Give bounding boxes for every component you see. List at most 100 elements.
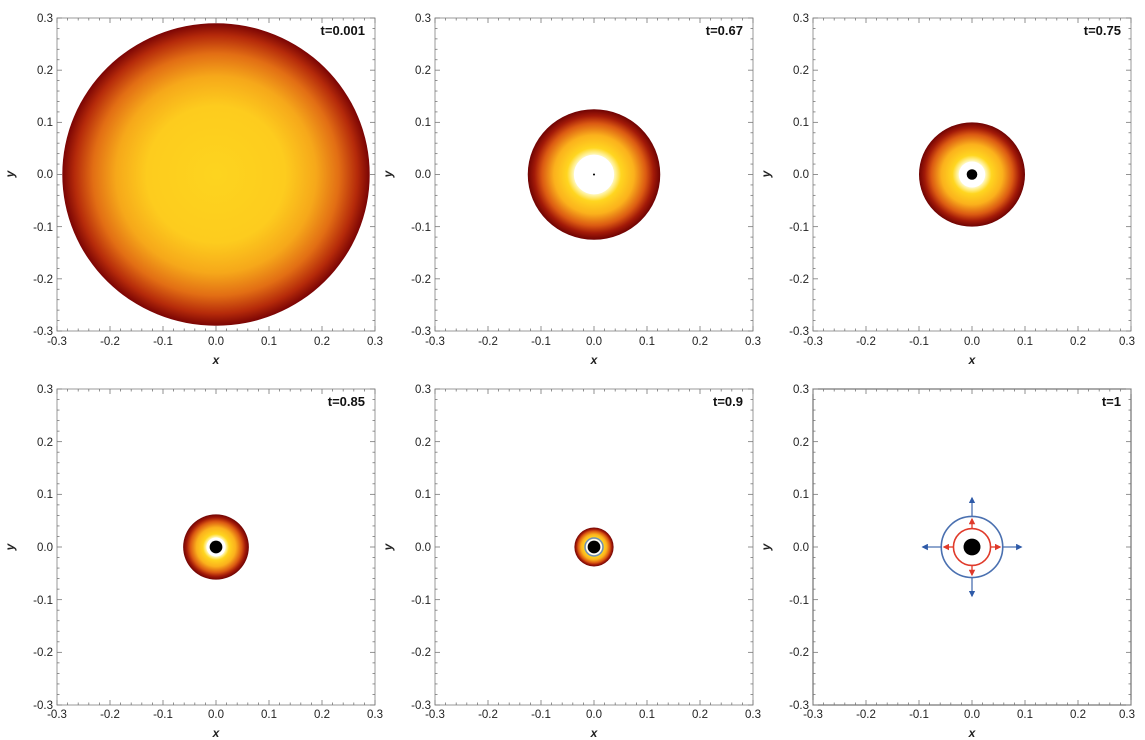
- x-tick-label: 0.2: [1070, 709, 1086, 721]
- y-tick-label: 0.3: [793, 384, 809, 396]
- y-tick-label: -0.1: [33, 222, 53, 234]
- y-tick-labels: -0.3 -0.2 -0.1 0.0 0.1 0.2 0.3: [411, 13, 431, 338]
- x-tick-label: 0.1: [1017, 336, 1033, 348]
- y-tick-label: 0.2: [415, 437, 431, 449]
- x-tick-label: 0.1: [261, 336, 277, 348]
- x-axis-label: x: [968, 726, 977, 740]
- central-singularity: [963, 538, 981, 556]
- panel-title: t=0.75: [1084, 23, 1121, 38]
- y-tick-label: 0.0: [793, 542, 809, 554]
- x-tick-label: 0.2: [1070, 336, 1086, 348]
- x-tick-label: -0.1: [909, 336, 929, 348]
- x-tick-label: 0.3: [367, 336, 383, 348]
- panel-t-1: -0.3 -0.2 -0.1 0.0 0.1 0.2 0.3 -0.3 -0.2…: [759, 384, 1135, 740]
- y-tick-label: -0.3: [33, 700, 53, 712]
- y-tick-label: 0.2: [37, 437, 53, 449]
- x-tick-label: -0.2: [856, 336, 876, 348]
- y-tick-label: -0.3: [789, 326, 809, 338]
- panel-t-075: -0.3 -0.2 -0.1 0.0 0.1 0.2 0.3 -0.3 -0.2…: [759, 13, 1135, 367]
- x-tick-label: 0.2: [314, 336, 330, 348]
- x-tick-label: 0.3: [1119, 709, 1135, 721]
- x-tick-labels: -0.3 -0.2 -0.1 0.0 0.1 0.2 0.3: [803, 709, 1135, 721]
- y-tick-label: 0.2: [415, 65, 431, 77]
- x-tick-label: -0.3: [47, 336, 67, 348]
- plot-content: [527, 109, 661, 240]
- ticks: [434, 388, 754, 706]
- panel-t-09: -0.3 -0.2 -0.1 0.0 0.1 0.2 0.3 -0.3 -0.2…: [381, 384, 761, 740]
- density-disk: [62, 23, 370, 326]
- central-singularity: [592, 173, 596, 176]
- y-axis-label: y: [3, 169, 17, 178]
- y-axis-label: y: [381, 542, 395, 551]
- y-tick-label: 0.3: [793, 13, 809, 25]
- y-axis-label: y: [3, 542, 17, 551]
- y-tick-label: 0.1: [37, 117, 53, 129]
- plot-content: [574, 527, 614, 567]
- y-tick-label: 0.0: [415, 542, 431, 554]
- x-tick-label: 0.2: [692, 336, 708, 348]
- plot-content: [919, 122, 1025, 227]
- ticks: [812, 388, 1132, 706]
- x-tick-labels: -0.3 -0.2 -0.1 0.0 0.1 0.2 0.3: [425, 336, 761, 348]
- y-tick-label: -0.1: [33, 595, 53, 607]
- y-tick-label: 0.0: [415, 169, 431, 181]
- x-tick-label: 0.1: [639, 709, 655, 721]
- panel-title: t=0.85: [328, 394, 365, 409]
- y-tick-label: -0.3: [789, 700, 809, 712]
- y-tick-labels: -0.3 -0.2 -0.1 0.0 0.1 0.2 0.3: [411, 384, 431, 712]
- y-tick-label: -0.1: [789, 595, 809, 607]
- x-tick-label: -0.1: [153, 709, 173, 721]
- y-tick-label: -0.2: [411, 647, 431, 659]
- y-tick-label: -0.1: [789, 222, 809, 234]
- y-tick-label: 0.1: [37, 489, 53, 501]
- panel-title: t=0.9: [713, 394, 743, 409]
- x-tick-label: -0.2: [478, 336, 498, 348]
- x-tick-label: -0.1: [153, 336, 173, 348]
- x-tick-label: 0.3: [367, 709, 383, 721]
- panel-title: t=1: [1102, 394, 1121, 409]
- central-singularity: [966, 169, 978, 180]
- x-tick-labels: -0.3 -0.2 -0.1 0.0 0.1 0.2 0.3: [47, 709, 383, 721]
- y-tick-label: 0.2: [793, 65, 809, 77]
- x-axis-label: x: [968, 353, 977, 367]
- x-tick-label: 0.1: [261, 709, 277, 721]
- panel-title: t=0.001: [321, 23, 365, 38]
- y-tick-labels: -0.3 -0.2 -0.1 0.0 0.1 0.2 0.3: [33, 13, 53, 338]
- x-tick-label: -0.3: [425, 709, 445, 721]
- y-axis-label: y: [381, 169, 395, 178]
- central-singularity: [587, 540, 601, 554]
- x-tick-label: 0.3: [745, 709, 761, 721]
- y-tick-label: 0.2: [37, 65, 53, 77]
- x-tick-label: 0.0: [964, 709, 980, 721]
- plot-content: [921, 496, 1023, 598]
- panel-title: t=0.67: [706, 23, 743, 38]
- x-tick-label: 0.0: [208, 709, 224, 721]
- x-tick-label: 0.1: [639, 336, 655, 348]
- y-tick-label: -0.2: [411, 274, 431, 286]
- y-tick-label: -0.2: [789, 274, 809, 286]
- y-tick-label: 0.1: [793, 489, 809, 501]
- x-tick-label: -0.2: [100, 336, 120, 348]
- x-tick-label: -0.3: [425, 336, 445, 348]
- y-tick-labels: -0.3 -0.2 -0.1 0.0 0.1 0.2 0.3: [789, 13, 809, 338]
- x-tick-label: -0.1: [531, 336, 551, 348]
- x-tick-label: -0.3: [803, 709, 823, 721]
- y-tick-label: 0.3: [37, 13, 53, 25]
- ticks: [56, 388, 376, 706]
- x-tick-label: 0.0: [586, 709, 602, 721]
- x-tick-label: -0.2: [856, 709, 876, 721]
- x-tick-label: 0.3: [745, 336, 761, 348]
- x-axis-label: x: [590, 353, 599, 367]
- x-tick-label: -0.2: [478, 709, 498, 721]
- central-singularity: [209, 540, 223, 554]
- y-tick-label: -0.3: [411, 326, 431, 338]
- panel-t-0001: -0.3 -0.2 -0.1 0.0 0.1 0.2 0.3 -0.3 -0.2…: [3, 13, 383, 367]
- plot-content: [62, 23, 370, 326]
- y-tick-label: -0.1: [411, 595, 431, 607]
- x-tick-label: 0.0: [586, 336, 602, 348]
- y-tick-label: -0.2: [33, 647, 53, 659]
- y-tick-label: 0.3: [415, 384, 431, 396]
- ticks: [812, 17, 1132, 332]
- panel-t-085: -0.3 -0.2 -0.1 0.0 0.1 0.2 0.3 -0.3 -0.2…: [3, 384, 383, 740]
